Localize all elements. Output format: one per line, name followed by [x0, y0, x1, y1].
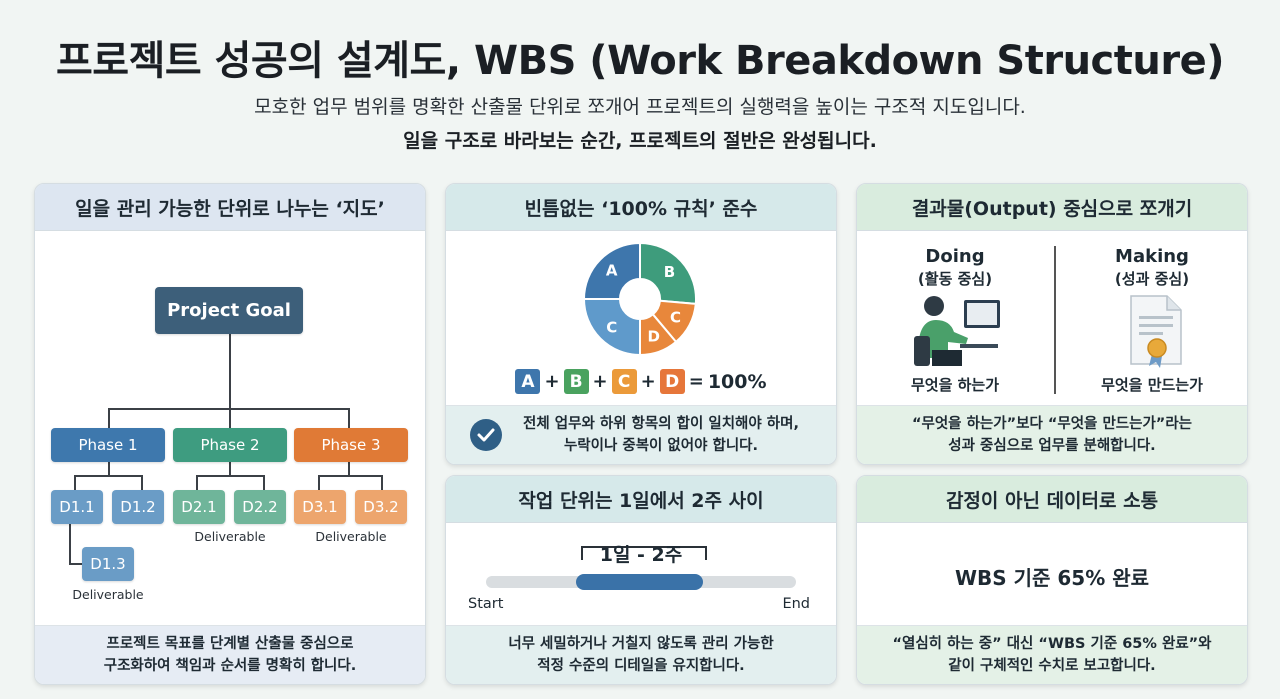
equals-sign: =: [688, 371, 704, 392]
range-label: 1일 - 2주: [599, 544, 683, 566]
deliverable-label: Deliverable: [194, 529, 266, 544]
metric-text: WBS 기준 65% 완료: [954, 566, 1150, 590]
plus-sign: +: [544, 371, 560, 392]
timeline-range-fill: [575, 574, 703, 590]
deliverable-d2-1: D2.1: [173, 490, 225, 524]
card-wbs-map: 일을 관리 가능한 단위로 나누는 ‘지도’ Project Goal Phas…: [34, 183, 426, 685]
card-footer: 전체 업무와 하위 항목의 합이 일치해야 하며, 누락이나 중복이 없어야 합…: [446, 405, 836, 464]
range-bracket: [581, 546, 707, 560]
card-data-communication: 감정이 아닌 데이터로 소통 WBS 기준 65% 완료 “열심히 하는 중” …: [856, 475, 1248, 685]
footer-line: 적정 수준의 디테일을 유지합니다.: [537, 658, 745, 674]
card-title: 일을 관리 가능한 단위로 나누는 ‘지도’: [35, 184, 425, 231]
doing-title: Doing: [925, 246, 985, 267]
eq-result: 100%: [707, 370, 767, 393]
making-caption: 무엇을 만드는가: [1101, 376, 1203, 394]
phase-1-node: Phase 1: [51, 428, 165, 462]
person-at-computer-icon: [912, 292, 1002, 368]
making-subtitle: (성과 중심): [1114, 270, 1190, 288]
deliverable-d1-3: D1.3: [82, 547, 134, 581]
deliverable-label: Deliverable: [72, 587, 144, 602]
card-footer: 프로젝트 목표를 단계별 산출물 중심으로 구조화하여 책임과 순서를 명확히 …: [35, 625, 425, 684]
eq-term-b: B: [563, 369, 589, 394]
donut-segment-a: [582, 241, 641, 300]
page-subtitle: 모호한 업무 범위를 명확한 산출물 단위로 쪼개어 프로젝트의 실행력을 높이…: [254, 96, 1026, 118]
deliverable-label: Deliverable: [315, 529, 387, 544]
card-footer: 너무 세밀하거나 거칠지 않도록 관리 가능한 적정 수준의 디테일을 유지합니…: [446, 625, 836, 684]
donut-label-a: A: [606, 262, 618, 280]
donut-segment-c: [582, 298, 641, 357]
donut-segment-b: [639, 241, 697, 305]
eq-term-a: A: [515, 369, 541, 394]
footer-line: 너무 세밀하거나 거칠지 않도록 관리 가능한: [508, 636, 774, 652]
donut-label-c: C: [670, 308, 681, 326]
footer-line: 구조화하여 책임과 순서를 명확히 합니다.: [103, 658, 357, 674]
deliverable-d3-2: D3.2: [355, 490, 407, 524]
deliverable-d1-1: D1.1: [51, 490, 103, 524]
page-title: 프로젝트 성공의 설계도, WBS (Work Breakdown Struct…: [55, 38, 1225, 84]
timeline-start-label: Start: [468, 596, 504, 612]
donut-label-c: C: [606, 318, 617, 336]
phase-2-node: Phase 2: [173, 428, 287, 462]
page-tagline: 일을 구조로 바라보는 순간, 프로젝트의 절반은 완성됩니다.: [403, 130, 877, 152]
card-footer: “열심히 하는 중” 대신 “WBS 기준 65% 완료”와 같이 구체적인 수…: [857, 625, 1247, 684]
card-title: 감정이 아닌 데이터로 소통: [857, 476, 1247, 523]
eq-term-c: C: [611, 369, 637, 394]
footer-line: 프로젝트 목표를 단계별 산출물 중심으로: [106, 636, 354, 652]
equation: A + B + C + D = 100%: [446, 369, 836, 394]
card-output-focus: 결과물(Output) 중심으로 쪼개기 Doing (활동 중심) 무엇을 하…: [856, 183, 1248, 465]
doing-subtitle: (활동 중심): [917, 270, 993, 288]
doing-caption: 무엇을 하는가: [910, 376, 1000, 394]
deliverable-d3-1: D3.1: [294, 490, 346, 524]
deliverable-d2-2: D2.2: [234, 490, 286, 524]
card-title: 빈틈없는 ‘100% 규칙’ 준수: [446, 184, 836, 231]
phase-3-node: Phase 3: [294, 428, 408, 462]
check-circle-icon: [470, 419, 502, 451]
donut-label-d: D: [647, 328, 659, 346]
note-line: 누락이나 중복이 없어야 합니다.: [563, 438, 759, 454]
note-line: 전체 업무와 하위 항목의 합이 일치해야 하며,: [523, 416, 799, 432]
footer-line: “열심히 하는 중” 대신 “WBS 기준 65% 완료”와: [892, 636, 1212, 652]
donut-label-b: B: [664, 263, 675, 281]
footer-line: 성과 중심으로 업무를 분해합니다.: [948, 438, 1156, 454]
divider: [1054, 246, 1056, 394]
footer-line: 같이 구체적인 수치로 보고합니다.: [948, 658, 1156, 674]
footer-line: “무엇을 하는가”보다 “무엇을 만드는가”라는: [911, 416, 1193, 432]
card-title: 작업 단위는 1일에서 2주 사이: [446, 476, 836, 523]
timeline-end-label: End: [782, 596, 810, 612]
plus-sign: +: [640, 371, 656, 392]
project-goal-node: Project Goal: [155, 287, 303, 334]
card-title: 결과물(Output) 중심으로 쪼개기: [857, 184, 1247, 231]
card-footer: “무엇을 하는가”보다 “무엇을 만드는가”라는 성과 중심으로 업무를 분해합…: [857, 405, 1247, 464]
card-work-unit: 작업 단위는 1일에서 2주 사이 1일 - 2주 Start End 너무 세…: [445, 475, 837, 685]
certificate-document-icon: [1127, 292, 1187, 368]
making-title: Making: [1115, 246, 1189, 267]
deliverable-d1-2: D1.2: [112, 490, 164, 524]
eq-term-d: D: [659, 369, 685, 394]
plus-sign: +: [592, 371, 608, 392]
